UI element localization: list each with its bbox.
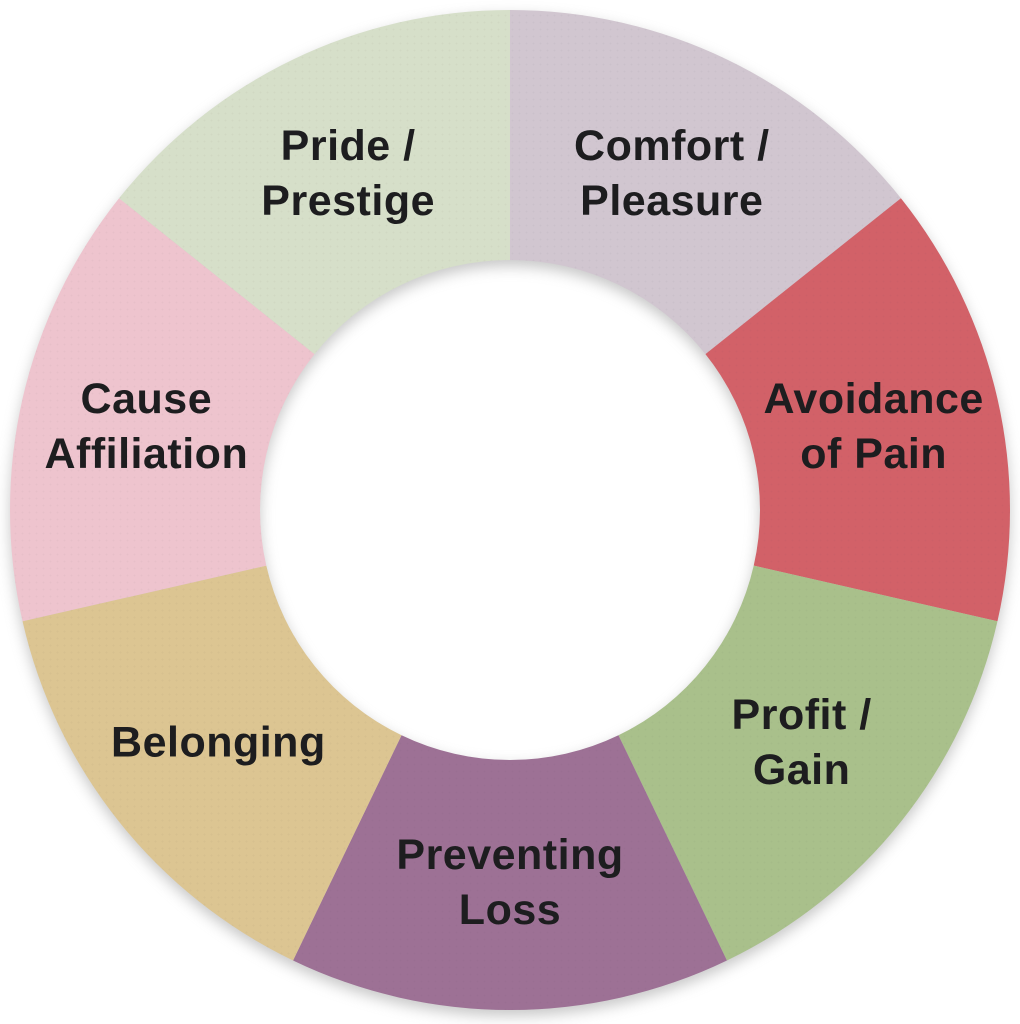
- donut-wedge-group: [10, 10, 1010, 1010]
- dot-texture-overlay: [10, 10, 1010, 1010]
